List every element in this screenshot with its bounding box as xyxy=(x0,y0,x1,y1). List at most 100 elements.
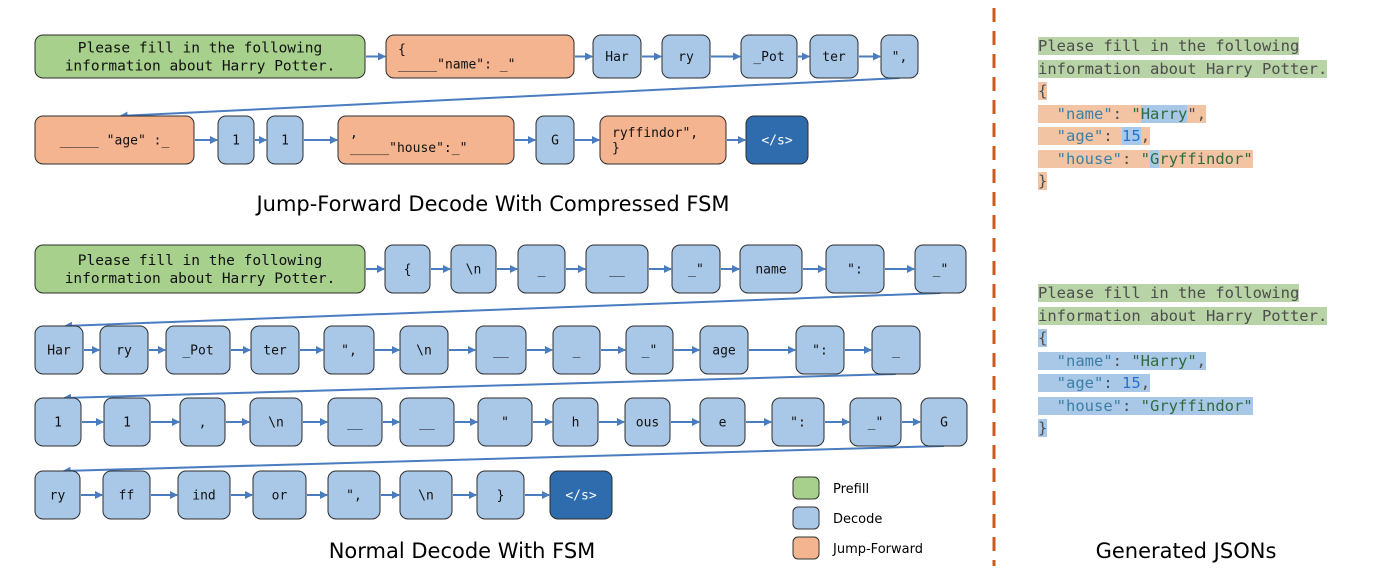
nd-token-text: __ xyxy=(419,416,435,431)
nd-token-2-3: \n xyxy=(249,397,303,447)
jf-token-text: 1 xyxy=(281,134,289,149)
json-jf-house-quote: " xyxy=(1140,149,1151,168)
nd-token-box xyxy=(250,325,300,375)
nd-token-box xyxy=(624,397,671,447)
nd-token-text: { xyxy=(404,263,412,278)
nd-token-1-1: ry xyxy=(99,325,149,375)
nd-wrap-arrow xyxy=(63,373,897,402)
jf-token-text: ", xyxy=(892,50,908,65)
legend-prefill-swatch xyxy=(792,476,820,500)
nd-token-2-12: G xyxy=(920,397,968,447)
nd-token-text: ff xyxy=(119,489,135,504)
json-jf-name-colon: : xyxy=(1112,104,1132,123)
nd-token-box xyxy=(849,397,902,447)
nd-token-box xyxy=(920,397,968,447)
nd-token-3-5: \n xyxy=(399,470,453,520)
jf-token-text: { xyxy=(398,43,406,58)
nd-token-text: \n xyxy=(268,416,284,431)
nd-token-text: _" xyxy=(868,416,884,431)
nd-token-3-6: } xyxy=(476,470,525,520)
json-jf-name-key: "name" xyxy=(1056,104,1113,123)
jf-token-0-5: ter xyxy=(809,34,859,79)
jf-token-box xyxy=(34,34,366,79)
jf-token-1-0: _____ "age" :_ xyxy=(34,115,195,165)
json-jf-prompt-line-1: Please fill in the following xyxy=(1038,37,1300,55)
jf-token-1-1: 1 xyxy=(217,115,255,165)
nd-token-box xyxy=(475,325,527,375)
nd-token-box xyxy=(179,397,226,447)
nd-token-1-4: ", xyxy=(323,325,375,375)
nd-token-2-5: __ xyxy=(399,397,455,447)
nd-token-1-9: age xyxy=(699,325,749,375)
nd-token-3-0: ry xyxy=(34,470,81,520)
jf-token-0-0: Please fill in the followinginformation … xyxy=(34,34,366,79)
nd-token-box xyxy=(871,325,921,375)
legend-jump-forward-swatch xyxy=(792,536,820,560)
nd-token-box xyxy=(399,397,455,447)
nd-token-text: ind xyxy=(192,489,215,504)
json-nd-house-colon: : xyxy=(1122,396,1141,415)
nd-token-text: _Pot xyxy=(182,344,213,359)
jump-forward-title: Jump-Forward Decode With Compressed FSM xyxy=(254,192,729,216)
jf-token-text: </s> xyxy=(761,134,792,149)
nd-token-0-0: Please fill in the following information … xyxy=(34,244,366,294)
json-jf-house-colon: : xyxy=(1122,149,1141,168)
jf-token-1-5: ryffindor",} xyxy=(599,115,727,165)
nd-token-box xyxy=(795,325,845,375)
nd-token-text: age xyxy=(712,344,736,359)
nd-token-text: ": xyxy=(847,263,863,278)
json-nd-name-key: "name" xyxy=(1056,351,1113,370)
jf-token-0-4: _Pot xyxy=(740,34,798,79)
nd-token-text: ", xyxy=(346,489,362,504)
nd-wrap-arrow xyxy=(62,445,945,475)
jf-token-text: _____ "age" :_ xyxy=(60,134,170,149)
jf-token-text: _____"house":_" xyxy=(350,141,467,156)
nd-token-box xyxy=(399,325,449,375)
jf-token-0-1: {_____"name": _" xyxy=(385,34,575,79)
nd-token-text: " xyxy=(501,416,509,431)
nd-token-text: _" xyxy=(642,344,658,359)
jf-token-box xyxy=(592,34,642,79)
jf-token-1-3: ,_____"house":_" xyxy=(337,115,515,165)
nd-token-3-3: or xyxy=(252,470,307,520)
nd-token-box xyxy=(699,397,746,447)
json-jf-name-quote: " xyxy=(1131,104,1141,123)
json-nd-open-brace: { xyxy=(1038,329,1048,347)
nd-token-box xyxy=(327,470,381,520)
nd-token-box xyxy=(450,244,497,294)
jf-token-box xyxy=(266,115,304,165)
nd-token-text: information about Harry Potter. xyxy=(65,271,336,287)
json-jf-name-end: ", xyxy=(1187,104,1207,123)
nd-token-text: ter xyxy=(263,344,287,359)
json-nd-name-colon: : xyxy=(1112,351,1132,370)
jf-token-text: G xyxy=(551,134,559,149)
jf-token-text: ry xyxy=(678,50,694,65)
json-jf-age-key: "age" xyxy=(1056,127,1104,145)
jf-token-text: Please fill in the following xyxy=(78,41,322,57)
nd-token-2-0: 1 xyxy=(34,397,82,447)
nd-token-text: ry xyxy=(50,489,66,504)
json-nd-prompt-line-1: Please fill in the following xyxy=(1038,284,1300,302)
nd-token-text: \n xyxy=(418,489,434,504)
nd-token-text: G xyxy=(940,416,948,431)
nd-token-text: ": xyxy=(790,416,806,431)
jf-token-1-6: </s> xyxy=(745,115,809,165)
jf-token-box xyxy=(337,115,515,165)
jf-token-box xyxy=(745,115,809,165)
nd-token-text: Please fill in the following xyxy=(78,253,322,269)
jf-token-text: _____"name": _" xyxy=(398,58,515,73)
nd-token-0-8: _" xyxy=(914,244,967,294)
jf-token-0-3: ry xyxy=(661,34,711,79)
nd-token-1-10: ": xyxy=(795,325,845,375)
nd-token-0-6: name xyxy=(739,244,803,294)
jf-token-1-2: 1 xyxy=(266,115,304,165)
jf-token-0-6: ", xyxy=(880,34,919,79)
nd-token-text: , xyxy=(199,416,207,431)
nd-token-box xyxy=(399,470,453,520)
legend-decode-swatch xyxy=(792,506,820,530)
nd-token-box xyxy=(34,325,84,375)
nd-token-box xyxy=(252,470,307,520)
jf-token-text: Har xyxy=(605,50,629,65)
nd-token-2-1: 1 xyxy=(103,397,151,447)
